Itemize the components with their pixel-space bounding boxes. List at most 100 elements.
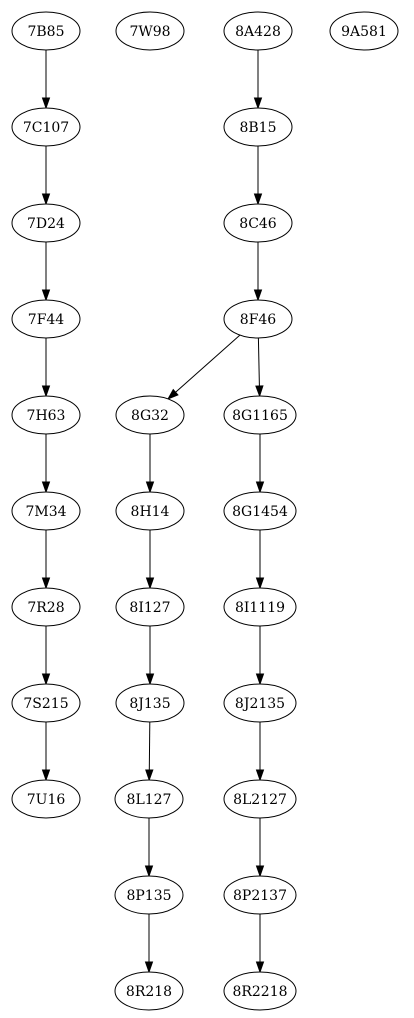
- edge-arrowhead: [255, 769, 265, 782]
- node-label: 7U16: [27, 792, 66, 808]
- node-label: 7W98: [129, 24, 170, 40]
- graph-edge: [255, 530, 265, 590]
- edges-layer: [41, 50, 265, 974]
- node-ellipse: [223, 203, 293, 243]
- node-label: 8P2137: [233, 888, 287, 904]
- graph-edge: [166, 334, 241, 400]
- node-ellipse: [114, 971, 184, 1011]
- graph-node: 7S215: [11, 683, 81, 723]
- node-ellipse: [11, 107, 81, 147]
- node-label: 8I1119: [235, 600, 285, 616]
- edge-line: [175, 334, 241, 393]
- node-ellipse: [115, 395, 185, 435]
- node-label: 8J135: [129, 696, 170, 712]
- graph-node: 8A428: [223, 11, 293, 51]
- edge-arrowhead: [41, 673, 51, 686]
- node-label: 7M34: [25, 504, 66, 520]
- edge-arrowhead: [41, 385, 51, 398]
- node-label: 8F46: [240, 312, 277, 328]
- edge-line: [257, 337, 260, 387]
- graph-edge: [41, 146, 51, 206]
- node-label: 8J2135: [235, 696, 285, 712]
- node-label: 8R2218: [232, 984, 287, 1000]
- node-ellipse: [115, 683, 185, 723]
- graph-node: 8J2135: [223, 683, 297, 723]
- node-ellipse: [11, 395, 81, 435]
- node-label: 8A428: [235, 24, 281, 40]
- node-ellipse: [223, 395, 297, 435]
- node-ellipse: [11, 683, 81, 723]
- node-ellipse: [223, 107, 293, 147]
- node-label: 7H63: [27, 408, 66, 424]
- node-label: 8L127: [127, 792, 172, 808]
- edge-arrowhead: [145, 577, 155, 590]
- node-label: 8B15: [239, 120, 276, 136]
- node-ellipse: [115, 11, 185, 51]
- edge-arrowhead: [253, 97, 263, 110]
- node-ellipse: [115, 491, 185, 531]
- edge-arrowhead: [255, 961, 265, 974]
- edge-arrowhead: [145, 481, 155, 494]
- node-ellipse: [223, 683, 297, 723]
- node-ellipse: [329, 11, 399, 51]
- graph-edge: [41, 338, 51, 398]
- node-label: 8I127: [129, 600, 170, 616]
- edge-arrowhead: [41, 769, 51, 782]
- graph-edge: [41, 530, 51, 590]
- node-ellipse: [223, 299, 293, 339]
- node-label: 7C107: [23, 120, 69, 136]
- graph-node: 8H14: [115, 491, 185, 531]
- edge-arrowhead: [253, 193, 263, 206]
- graph-node: 8J135: [115, 683, 185, 723]
- graph-edge: [255, 914, 265, 974]
- edge-arrowhead: [41, 97, 51, 110]
- graph-node: 7M34: [11, 491, 81, 531]
- node-label: 8P135: [126, 888, 171, 904]
- graph-edge: [41, 626, 51, 686]
- graph-node: 8R218: [114, 971, 184, 1011]
- graph-edge: [41, 50, 51, 110]
- edge-arrowhead: [166, 388, 179, 400]
- graph-node: 7U16: [11, 779, 81, 819]
- edge-arrowhead: [41, 289, 51, 302]
- node-label: 8H14: [131, 504, 170, 520]
- graph-node: 7D24: [11, 203, 81, 243]
- graph-node: 8G1165: [223, 395, 297, 435]
- graph-edge: [145, 434, 155, 494]
- graph-edge: [253, 242, 263, 302]
- node-label: 8G1165: [232, 408, 288, 424]
- node-label: 7B85: [27, 24, 64, 40]
- node-ellipse: [11, 587, 81, 627]
- graph-node: 8L2127: [223, 779, 297, 819]
- edge-arrowhead: [255, 865, 265, 878]
- edge-arrowhead: [255, 385, 264, 398]
- graph-node: 8I127: [115, 587, 185, 627]
- node-label: 7S215: [23, 696, 68, 712]
- graph-edge: [255, 337, 264, 398]
- node-label: 8L2127: [233, 792, 287, 808]
- edge-arrowhead: [41, 577, 51, 590]
- edge-arrowhead: [255, 673, 265, 686]
- node-ellipse: [223, 875, 297, 915]
- graph-edge: [145, 721, 154, 782]
- graph-node: 7C107: [11, 107, 81, 147]
- graph-node: 8B15: [223, 107, 293, 147]
- graph-edge: [41, 242, 51, 302]
- node-ellipse: [114, 779, 184, 819]
- edge-arrowhead: [255, 481, 265, 494]
- graph-node: 8C46: [223, 203, 293, 243]
- node-ellipse: [11, 11, 81, 51]
- graph-edge: [255, 818, 265, 878]
- graph-edge: [41, 434, 51, 494]
- graph-node: 9A581: [329, 11, 399, 51]
- graph-node: 8P135: [114, 875, 184, 915]
- graph-node: 8I1119: [223, 587, 297, 627]
- edge-arrowhead: [255, 577, 265, 590]
- node-label: 7R28: [27, 600, 64, 616]
- graph-node: 8G32: [115, 395, 185, 435]
- graph-edge: [255, 434, 265, 494]
- edge-arrowhead: [145, 769, 154, 782]
- edge-arrowhead: [144, 961, 154, 974]
- edge-arrowhead: [144, 865, 154, 878]
